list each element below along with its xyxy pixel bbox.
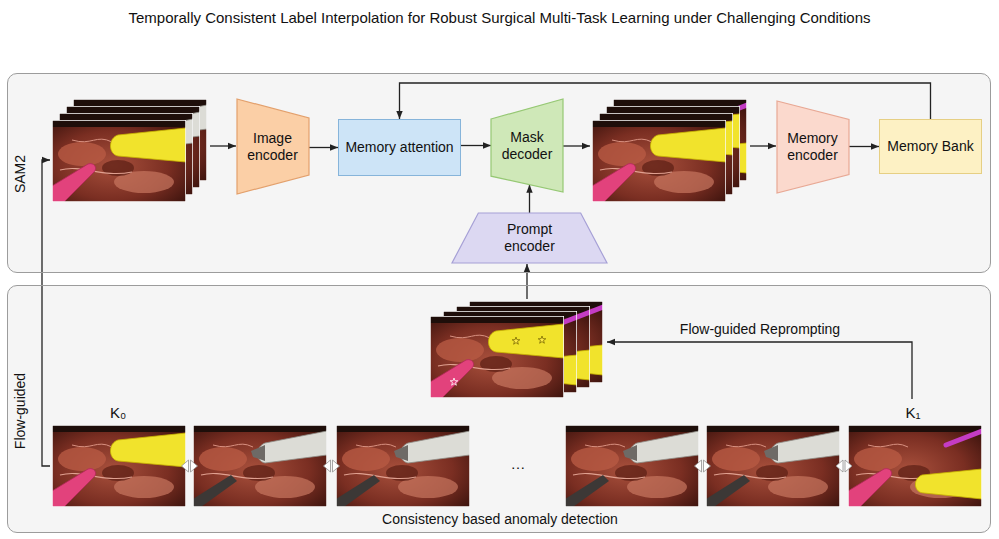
- encoder-trapezoid: Prompt encoder: [452, 213, 607, 263]
- encoder-trapezoid: Image encoder: [237, 99, 309, 194]
- chevron: [845, 460, 852, 472]
- shape-fill: [237, 99, 309, 194]
- chevron: [324, 460, 331, 472]
- annotation-label: K₀: [110, 404, 126, 421]
- chevron: [333, 460, 340, 472]
- panel: SAM2 Image encoder Memory attention Mask de…: [7, 73, 991, 273]
- annotation-label: Consistency based anomaly detection: [382, 511, 618, 527]
- decoder-trapezoid: Mask decoder: [491, 99, 563, 192]
- arrow: [210, 145, 236, 146]
- flow-arrow: [309, 147, 339, 148]
- video-frame: [336, 425, 470, 507]
- video-frame: [565, 425, 699, 507]
- figure-title: Temporally Consistent Label Interpolatio…: [0, 9, 999, 26]
- box-label: Memory Bank: [887, 138, 973, 155]
- shape-fill: [452, 213, 607, 263]
- prompt-frame: [430, 316, 564, 398]
- arrow: [42, 160, 50, 466]
- encoder-trapezoid: Memory encoder: [777, 101, 849, 193]
- keyframe: [848, 425, 982, 507]
- chevron: [191, 460, 198, 472]
- shape-fill: [491, 99, 563, 192]
- annotation-label: K₁: [905, 404, 920, 421]
- mask-frame: [592, 120, 726, 202]
- box-label: Memory encoder: [783, 130, 843, 164]
- chevron: [695, 460, 702, 472]
- flow-arrow: [461, 145, 491, 146]
- flow-arrow: [529, 185, 530, 213]
- panel-label: SAM2: [12, 155, 28, 193]
- flow-arrow: [849, 146, 880, 147]
- chevron: [182, 460, 189, 472]
- video-frame: [706, 425, 840, 507]
- arrow: [562, 145, 590, 146]
- panel: Flow-guided: [7, 285, 991, 533]
- annotation-label: Flow-guided Reprompting: [680, 321, 840, 337]
- box-label: Prompt encoder: [495, 221, 565, 255]
- video-frame: [193, 425, 327, 507]
- panel-label: Flow-guided: [12, 373, 28, 449]
- process-box: Memory attention: [338, 119, 461, 176]
- flow-arrow: [400, 83, 931, 119]
- box-label: Image encoder: [243, 130, 303, 164]
- video-frame: [52, 120, 186, 202]
- shape-fill: [777, 101, 849, 193]
- keyframe: [52, 425, 186, 507]
- box-label: Memory attention: [345, 139, 453, 156]
- arrow: [526, 264, 527, 299]
- arrow: [607, 342, 912, 399]
- chevron: [704, 460, 711, 472]
- arrow: [750, 145, 776, 146]
- flow-arrows: [42, 146, 912, 466]
- panel-ground: [8, 74, 991, 273]
- annotation-label: …: [511, 455, 526, 472]
- storage-box: Memory Bank: [879, 119, 982, 174]
- panel-ground: [8, 286, 991, 533]
- chevron: [836, 460, 843, 472]
- box-label: Mask decoder: [497, 129, 557, 163]
